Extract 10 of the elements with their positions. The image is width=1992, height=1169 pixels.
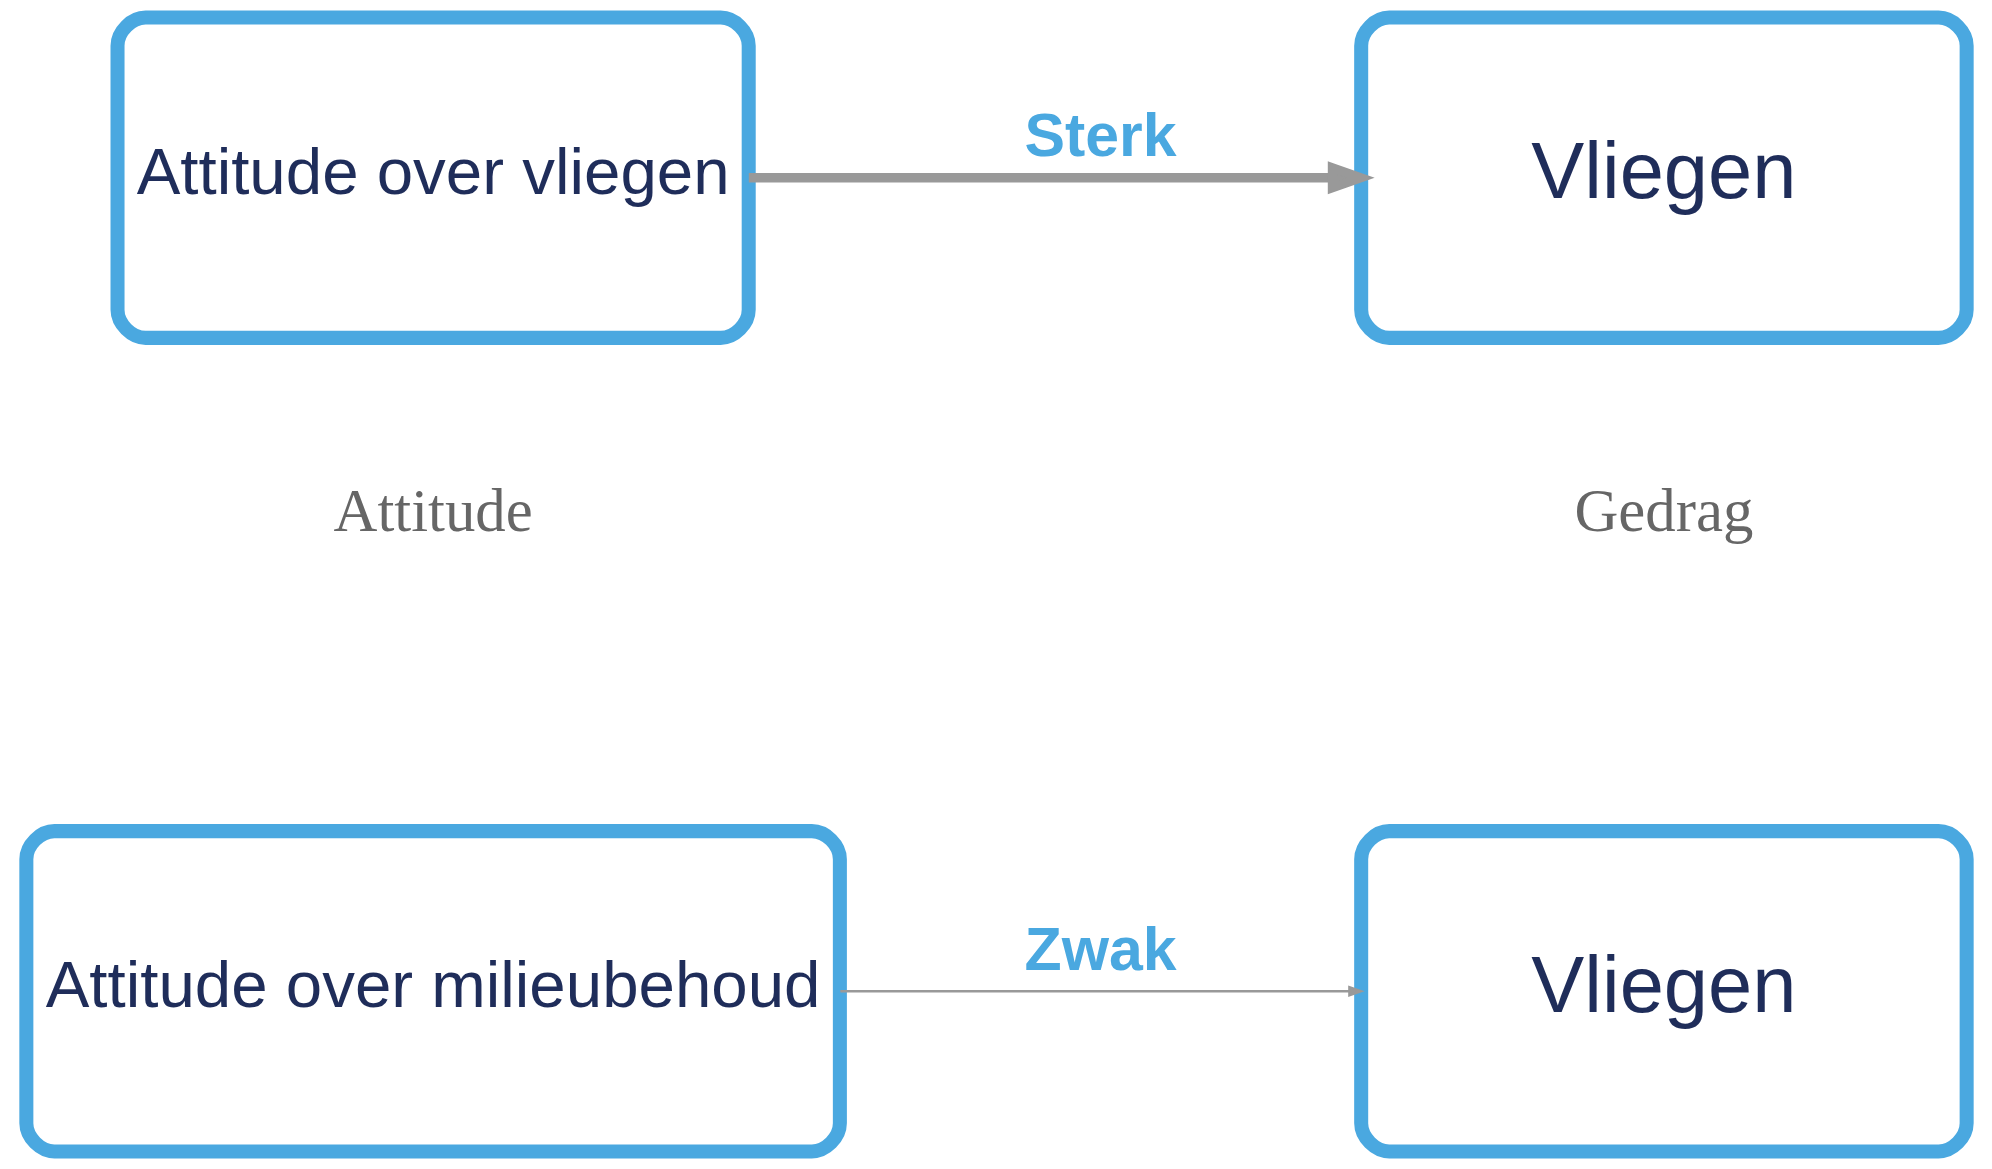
edge-label: Sterk bbox=[1024, 101, 1177, 170]
node-box: Vliegen bbox=[1353, 10, 1974, 345]
node-box: Attitude over milieubehoud bbox=[18, 824, 847, 1159]
label: Gedrag bbox=[1574, 477, 1753, 545]
edge-label: Zwak bbox=[1024, 914, 1177, 983]
label: Attitude bbox=[333, 477, 533, 545]
arrow bbox=[748, 161, 1375, 195]
arrow bbox=[839, 985, 1365, 997]
node-box: Attitude over vliegen bbox=[110, 10, 756, 345]
node-box: Vliegen bbox=[1353, 824, 1974, 1159]
